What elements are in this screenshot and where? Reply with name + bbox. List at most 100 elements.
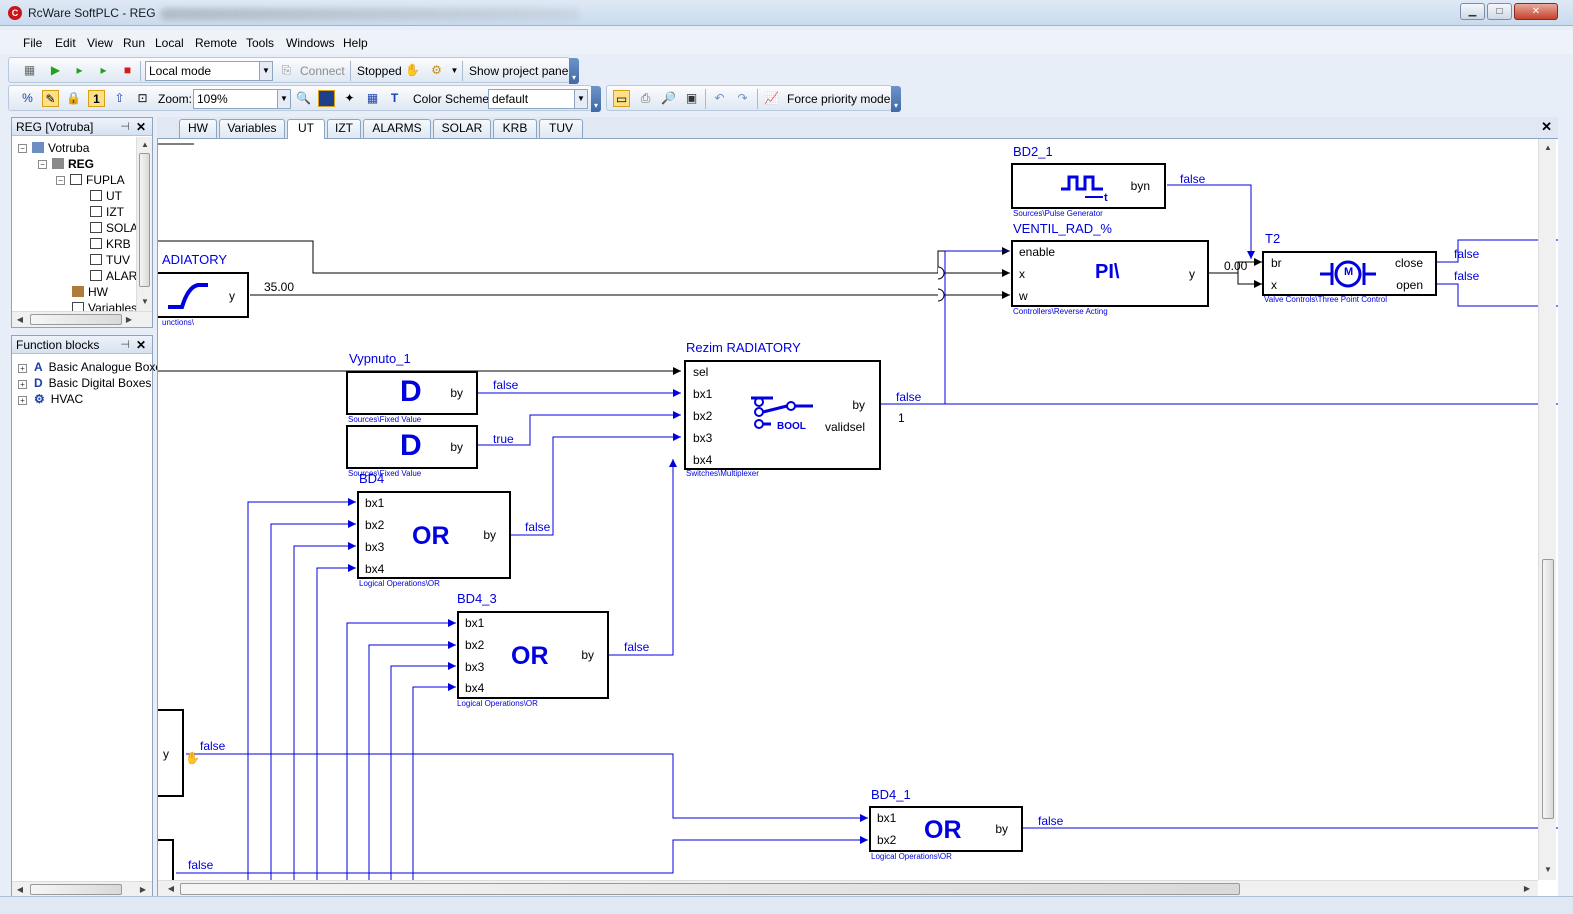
pin-by[interactable]: by (483, 528, 496, 542)
pin-bx2[interactable]: bx2 (465, 638, 485, 652)
run-icon[interactable]: ▸ (100, 63, 107, 77)
pin-bx3[interactable]: bx3 (693, 431, 713, 445)
one-icon[interactable]: 1 (88, 90, 105, 107)
pin-bx1[interactable]: bx1 (693, 387, 713, 401)
mode-select[interactable]: Local mode ▼ (145, 61, 273, 81)
radiatory-block[interactable]: y (158, 272, 249, 318)
pin-bx2[interactable]: bx2 (693, 409, 713, 423)
tree-item-tuv[interactable]: TUV (90, 253, 130, 267)
comment-icon[interactable]: ✎ (42, 90, 59, 107)
pin-by[interactable]: by (852, 398, 865, 412)
project-hscroll[interactable]: ◀ ▶ (12, 311, 152, 327)
ventil-block[interactable]: enable x w PI\ y (1011, 240, 1209, 307)
menu-help[interactable]: Help (343, 36, 368, 50)
grid-icon[interactable]: ▦ (366, 91, 379, 105)
pin-x[interactable]: x (1271, 278, 1277, 292)
chart-icon[interactable]: 📈 (764, 91, 779, 105)
pin-byn[interactable]: byn (1130, 179, 1150, 193)
tab-variables[interactable]: Variables (219, 119, 285, 138)
tab-tuv[interactable]: TUV (539, 119, 583, 138)
tab-ut[interactable]: UT (287, 119, 325, 139)
pin-sel[interactable]: sel (693, 365, 709, 379)
pin-bx4[interactable]: bx4 (365, 562, 385, 576)
pin-enable[interactable]: enable (1019, 245, 1056, 259)
tree-item-krb[interactable]: KRB (90, 237, 131, 251)
expand-icon[interactable]: + (18, 380, 27, 389)
tree-item-votruba[interactable]: Votruba (32, 141, 89, 155)
percent-icon[interactable]: % (22, 91, 33, 105)
tab-hw[interactable]: HW (179, 119, 217, 138)
scroll-thumb[interactable] (30, 314, 122, 325)
print-icon[interactable]: ⎙ (640, 91, 651, 105)
menu-tools[interactable]: Tools (246, 36, 275, 50)
scroll-down-icon[interactable]: ▼ (141, 297, 149, 306)
grid-icon[interactable]: ▦ (23, 63, 36, 77)
monitor-icon[interactable] (318, 90, 335, 107)
pin-close[interactable]: close (1394, 256, 1423, 270)
close-button[interactable]: ✕ (1514, 3, 1558, 20)
menu-windows[interactable]: Windows (286, 36, 335, 50)
scroll-thumb[interactable] (180, 883, 1240, 895)
tab-izt[interactable]: IZT (327, 119, 361, 138)
canvas-vscroll[interactable]: ▲ ▼ (1538, 139, 1556, 880)
tree-item-ut[interactable]: UT (90, 189, 122, 203)
scroll-left-icon[interactable]: ◀ (167, 884, 175, 893)
pin-y[interactable]: y (229, 289, 235, 303)
expand-icon[interactable]: + (18, 364, 27, 373)
pin-icon[interactable]: ⊣ (120, 339, 130, 351)
search-icon[interactable]: 🔍 (296, 91, 311, 105)
function-hscroll[interactable]: ◀ ▶ (12, 881, 152, 897)
tree-item-reg[interactable]: REG (52, 157, 94, 171)
pin-icon[interactable]: ✦ (344, 91, 355, 105)
close-icon[interactable]: ✕ (135, 338, 146, 352)
play-icon[interactable]: ▶ (50, 63, 61, 77)
cog-icon[interactable]: ⚙ (431, 63, 442, 77)
pin-bx4[interactable]: bx4 (465, 681, 485, 695)
pin-bx1[interactable]: bx1 (365, 496, 385, 510)
expand-icon[interactable]: + (18, 396, 27, 405)
minimize-button[interactable]: ▁ (1460, 3, 1485, 20)
scroll-right-icon[interactable]: ▶ (139, 885, 147, 894)
pin-y[interactable]: y (1189, 267, 1195, 281)
undo-icon[interactable]: ↶ (714, 91, 725, 105)
pin-bx3[interactable]: bx3 (465, 660, 485, 674)
text-icon[interactable]: T (390, 91, 399, 105)
toolbar-options-icon[interactable]: ▾ (569, 58, 579, 84)
show-project-panel-button[interactable]: Show project panel (469, 64, 572, 78)
bd4-1-block[interactable]: bx1 bx2 OR by (869, 806, 1023, 852)
scroll-left-icon[interactable]: ◀ (16, 315, 24, 324)
pin-bx4[interactable]: bx4 (693, 453, 713, 467)
pin-icon[interactable]: ⊣ (120, 121, 130, 133)
toolbar-options-icon[interactable]: ▾ (591, 86, 601, 112)
connect-button[interactable]: Connect (300, 64, 345, 78)
menu-run[interactable]: Run (123, 36, 146, 50)
preview-icon[interactable]: 🔎 (661, 91, 676, 105)
pin-by[interactable]: by (995, 822, 1008, 836)
tab-krb[interactable]: KRB (493, 119, 537, 138)
pin-bx1[interactable]: bx1 (877, 811, 897, 825)
hand-icon[interactable]: ✋ (405, 63, 420, 77)
collapse-icon[interactable]: − (18, 144, 27, 153)
step-icon[interactable]: ▸ (76, 63, 83, 77)
tree-item-hvac[interactable]: ⚙HVAC (34, 392, 83, 406)
frame-icon[interactable]: ▭ (613, 90, 630, 107)
toolbar-options-icon[interactable]: ▾ (891, 86, 901, 112)
vypnuto-block[interactable]: D by (346, 371, 478, 415)
scroll-left-icon[interactable]: ◀ (16, 885, 24, 894)
scroll-down-icon[interactable]: ▼ (1544, 865, 1552, 874)
chevron-down-icon[interactable]: ▼ (450, 66, 459, 75)
tree-item-fupla[interactable]: FUPLA (70, 173, 125, 187)
tab-solar[interactable]: SOLAR (433, 119, 491, 138)
diagram-canvas[interactable]: ADIATORY y unctions\ 35.00 BD2_1 t byn S… (157, 139, 1558, 896)
zoom-select[interactable]: 109% ▼ (193, 89, 291, 109)
export-icon[interactable]: ▣ (685, 91, 698, 105)
menu-file[interactable]: File (23, 36, 43, 50)
collapse-icon[interactable]: − (56, 176, 65, 185)
pin-br[interactable]: br (1271, 256, 1282, 270)
pin-y[interactable]: y (163, 747, 169, 761)
scroll-right-icon[interactable]: ▶ (1523, 884, 1531, 893)
pin-by[interactable]: by (581, 648, 594, 662)
scroll-thumb[interactable] (1542, 559, 1554, 819)
pin-bx3[interactable]: bx3 (365, 540, 385, 554)
scroll-right-icon[interactable]: ▶ (125, 315, 133, 324)
